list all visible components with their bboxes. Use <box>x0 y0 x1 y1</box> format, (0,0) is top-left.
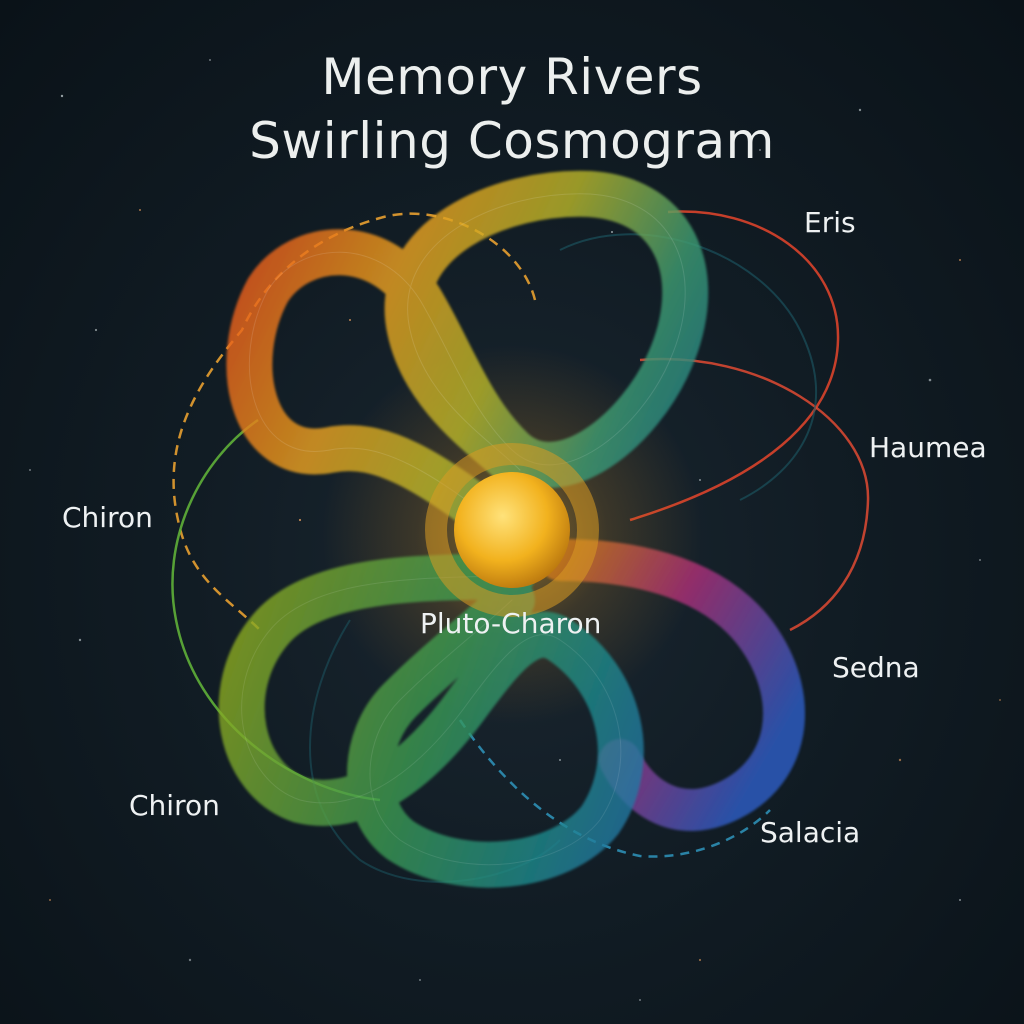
haumea-orbit <box>639 357 870 632</box>
faint-orbit-a <box>559 233 817 501</box>
label-pluto-charon: Pluto-Charon <box>420 607 602 640</box>
label-sedna: Sedna <box>832 651 920 684</box>
title-line-1: Memory Rivers <box>321 48 703 106</box>
central-ring <box>425 443 599 617</box>
right-river <box>539 539 805 831</box>
label-salacia: Salacia <box>760 816 861 849</box>
label-chiron-lower: Chiron <box>129 789 220 822</box>
salacia-orbit <box>458 719 771 858</box>
eris-orbit <box>629 210 840 522</box>
label-haumea: Haumea <box>869 431 987 464</box>
starfield <box>29 59 1001 1001</box>
lower-river <box>218 552 644 888</box>
label-chiron-upper: Chiron <box>62 501 153 534</box>
label-eris: Eris <box>804 206 856 239</box>
pluto-charon-sphere <box>454 472 570 588</box>
title-line-2: Swirling Cosmogram <box>249 112 775 170</box>
